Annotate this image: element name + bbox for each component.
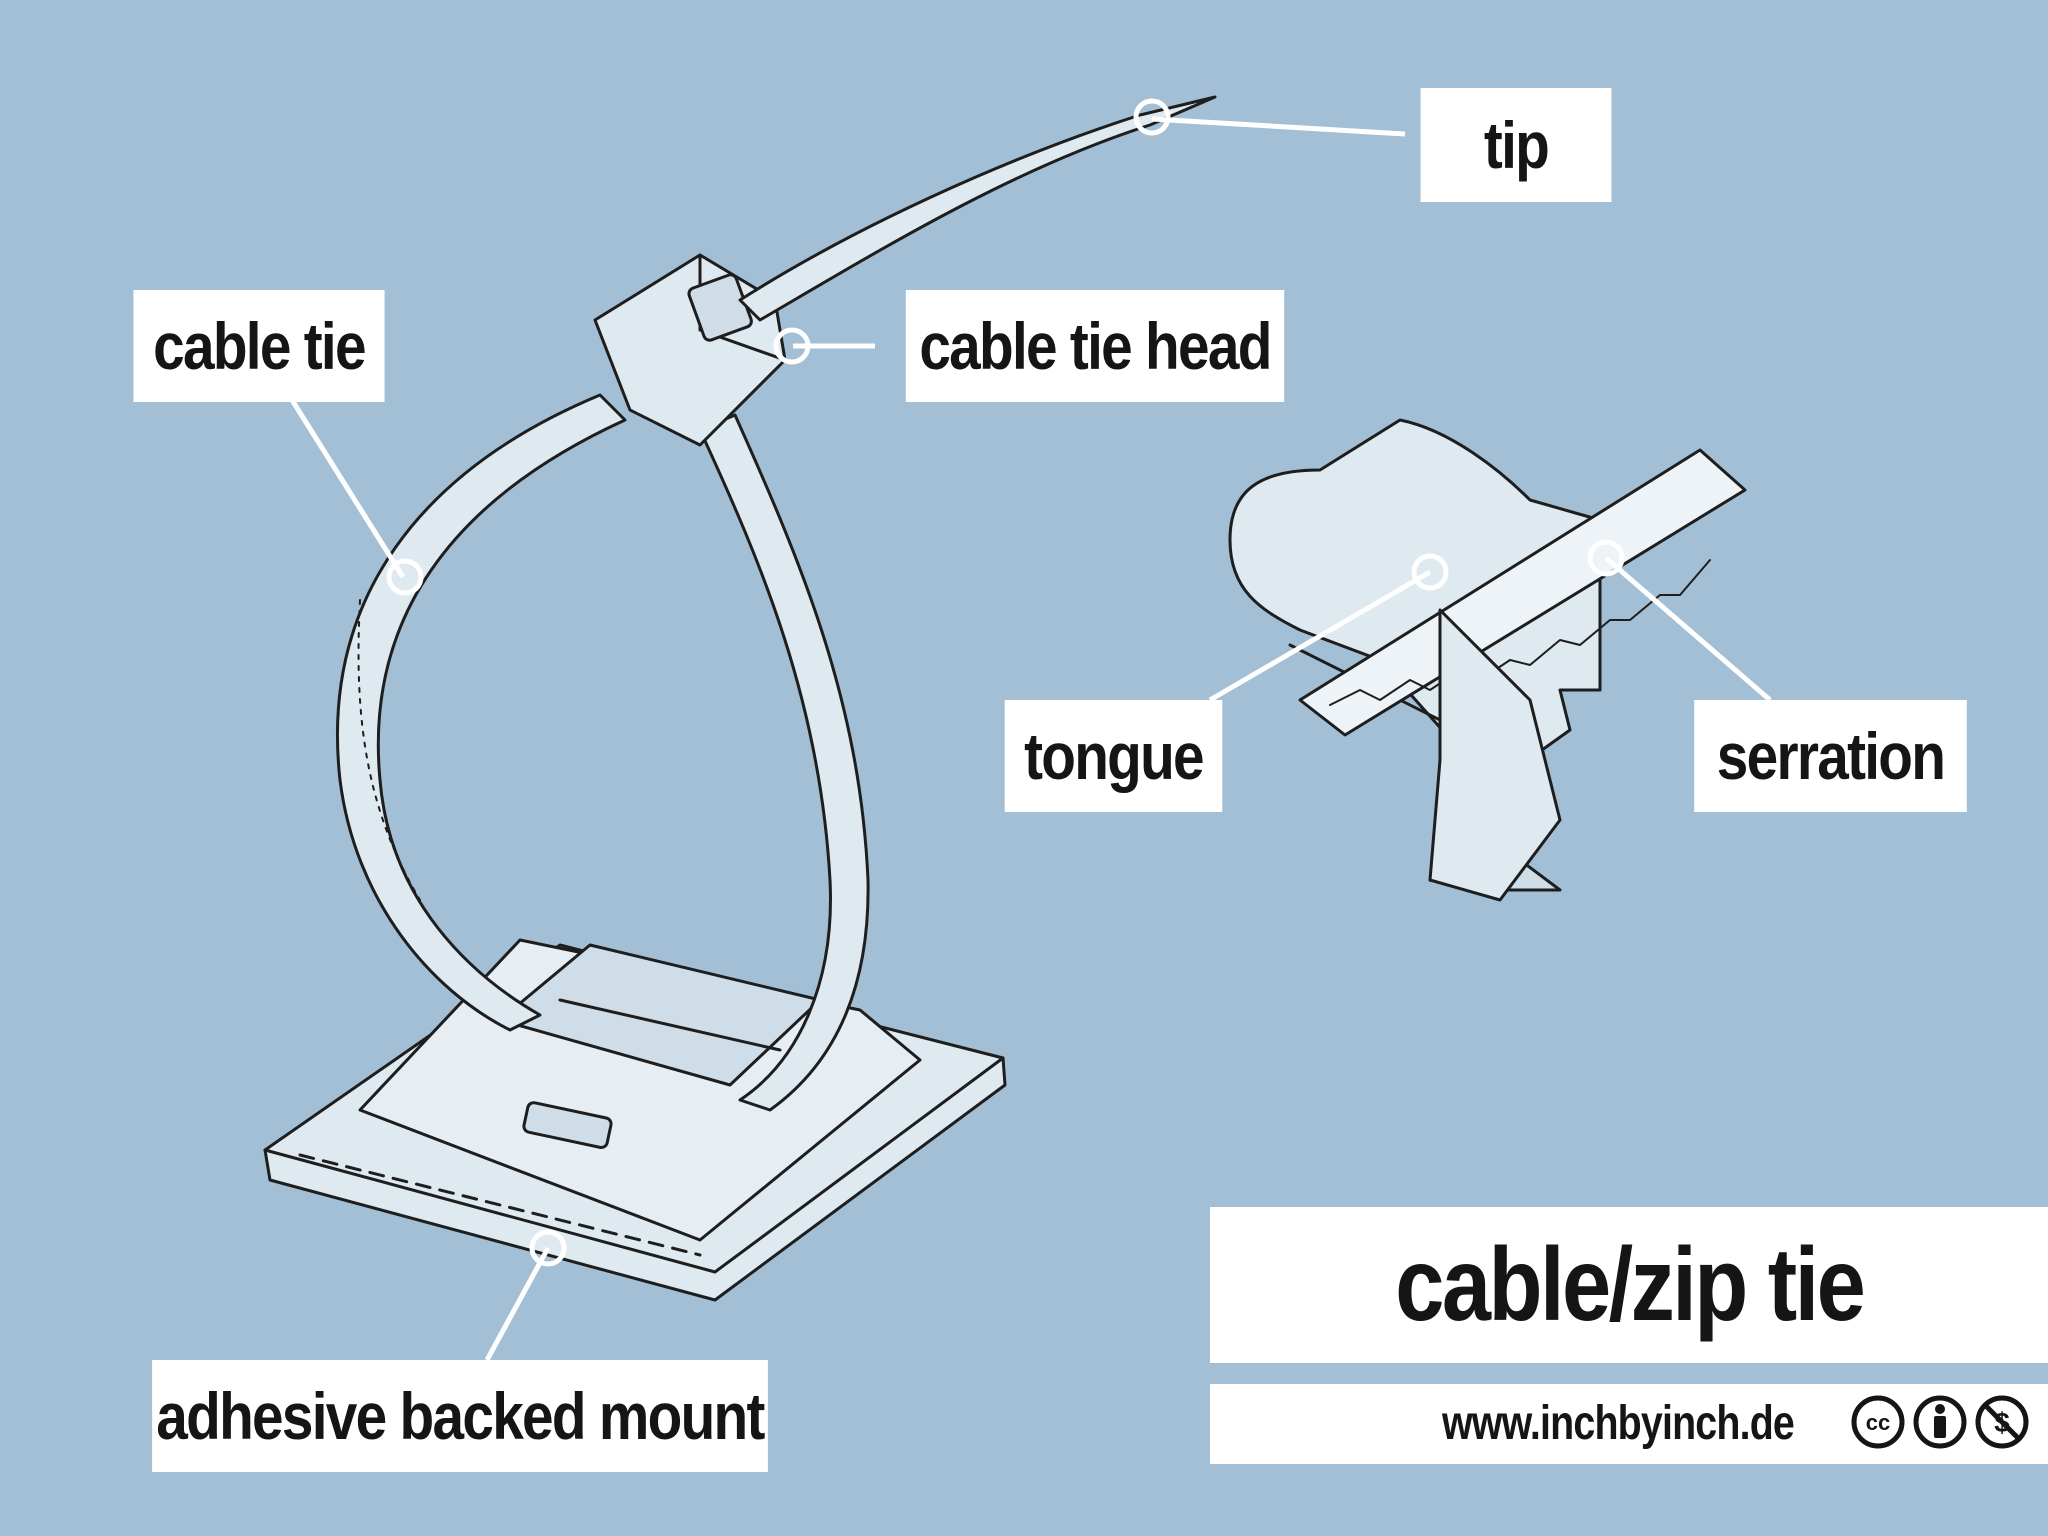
credit-url: www.inchbyinch.de xyxy=(1442,1397,1795,1450)
noncommercial-icon: $ xyxy=(1975,1395,2029,1449)
label-tongue: tongue xyxy=(1004,700,1223,812)
cable-tie-drawing xyxy=(335,95,1217,1112)
tongue-marker xyxy=(1411,553,1449,591)
cc-icon: cc xyxy=(1851,1395,1905,1449)
mount-marker xyxy=(529,1229,567,1267)
label-serration: serration xyxy=(1694,700,1967,812)
label-cable-tie-head: cable tie head xyxy=(905,290,1285,402)
mount-leader xyxy=(484,1246,551,1362)
tip-leader xyxy=(1151,116,1406,137)
label-tongue-text: tongue xyxy=(1024,719,1205,793)
serration-leader xyxy=(1604,556,1772,702)
serration-marker xyxy=(1587,539,1625,577)
label-adhesive-backed-mount-text: adhesive backed mount xyxy=(156,1379,765,1453)
cutaway-detail-drawing xyxy=(1228,418,1747,902)
credit-bar: www.inchbyinch.de cc $ xyxy=(1210,1384,2048,1464)
label-cable-tie-text: cable tie xyxy=(153,309,366,383)
label-adhesive-backed-mount: adhesive backed mount xyxy=(152,1360,768,1472)
diagram-title: cable/zip tie xyxy=(1395,1226,1865,1343)
label-cable-tie: cable tie xyxy=(133,290,385,402)
tip-marker xyxy=(1133,98,1171,136)
svg-text:cc: cc xyxy=(1866,1410,1890,1435)
label-tip-text: tip xyxy=(1483,108,1550,182)
label-serration-text: serration xyxy=(1716,719,1946,793)
cable-tie-head-marker xyxy=(773,327,811,365)
cable-tie-leader xyxy=(289,398,406,579)
diagram-title-box: cable/zip tie xyxy=(1210,1207,2048,1363)
label-cable-tie-head-text: cable tie head xyxy=(919,309,1272,383)
adhesive-mount-drawing xyxy=(263,938,1007,1302)
tongue-leader xyxy=(1208,569,1432,703)
svg-text:$: $ xyxy=(1994,1407,2010,1438)
by-attribution-icon xyxy=(1913,1395,1967,1449)
cable-tie-marker xyxy=(386,558,424,596)
label-tip: tip xyxy=(1420,88,1612,202)
